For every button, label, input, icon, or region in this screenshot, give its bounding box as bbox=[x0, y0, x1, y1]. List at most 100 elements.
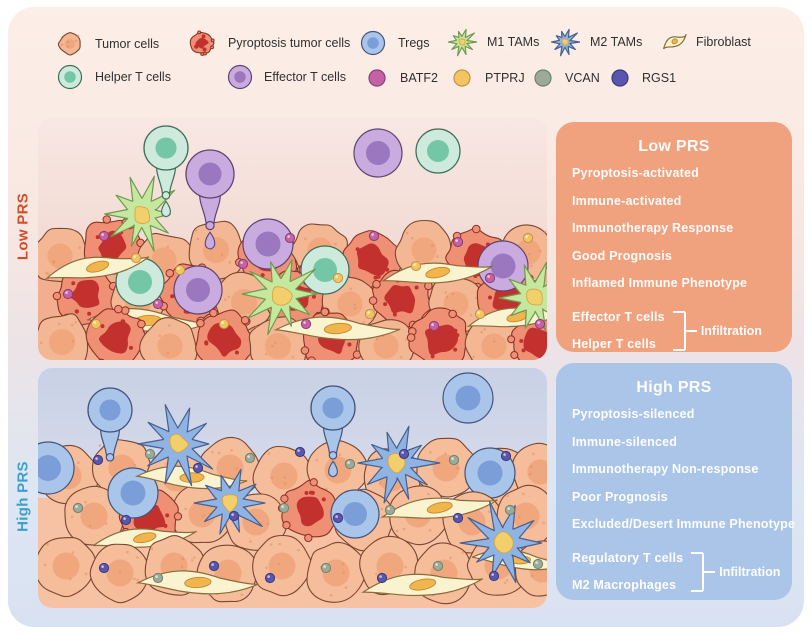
low-prs-box-title: Low PRS bbox=[638, 138, 710, 155]
batf2-sphere bbox=[368, 69, 386, 87]
vcan-dot bbox=[72, 502, 84, 514]
high-prs-side-label: High PRS bbox=[14, 461, 32, 532]
high-prs-scene bbox=[38, 372, 547, 608]
vcan-icon bbox=[534, 69, 552, 87]
helper-t-cell-infiltrating bbox=[143, 125, 189, 218]
treg-cell bbox=[38, 441, 75, 495]
legend-label: PTPRJ bbox=[485, 71, 525, 85]
legend-label: M2 TAMs bbox=[590, 35, 643, 49]
effector-t-cell bbox=[227, 64, 253, 90]
fibroblast-cell bbox=[380, 497, 498, 519]
low-prs-side-label: Low PRS bbox=[14, 192, 32, 261]
fibroblast-cell bbox=[381, 262, 493, 284]
treg-cell bbox=[330, 489, 380, 539]
batf2-dot bbox=[534, 318, 546, 330]
batf2-dot bbox=[62, 288, 74, 300]
low-prs-box-item: Immune-activated bbox=[572, 193, 682, 208]
tumor-cell bbox=[38, 537, 97, 598]
high-prs-box-title: High PRS bbox=[636, 379, 712, 396]
treg-cell bbox=[107, 467, 159, 519]
batf2-dot bbox=[284, 232, 296, 244]
high-prs-bracket-top: Regulatory T cells bbox=[572, 551, 684, 565]
m2-tam-cell bbox=[459, 500, 543, 584]
rgs1-dot bbox=[208, 560, 220, 572]
legend-label: VCAN bbox=[565, 71, 600, 85]
effector-t-cell bbox=[173, 265, 223, 315]
pyroptosis-tumor-cell-icon bbox=[189, 30, 215, 56]
rgs1-dot bbox=[98, 562, 110, 574]
fibroblast-cell bbox=[135, 570, 259, 595]
treg-cell bbox=[442, 372, 494, 424]
treg-cell bbox=[464, 447, 516, 499]
legend-label: Fibroblast bbox=[696, 35, 751, 49]
rgs1-dot bbox=[500, 450, 512, 462]
batf2-dot bbox=[98, 230, 110, 242]
m1-tam-cell bbox=[498, 261, 547, 332]
effector-t-cell bbox=[242, 218, 294, 270]
ptprj-dot bbox=[90, 318, 102, 330]
tumor-cell bbox=[89, 543, 150, 604]
high-prs-box-item: Excluded/Desert Immune Phenotype bbox=[572, 517, 796, 531]
helper-t-cell-icon bbox=[57, 64, 83, 90]
vcan-dot bbox=[532, 558, 544, 570]
batf2-dot bbox=[484, 272, 496, 284]
batf2-dot bbox=[368, 230, 380, 242]
high-prs-bracket-row: Regulatory T cells M2 Macrophages Infilt… bbox=[572, 545, 780, 599]
tumor-cell bbox=[38, 313, 89, 360]
vcan-dot bbox=[278, 502, 290, 514]
rgs1-dot bbox=[264, 572, 276, 584]
ptprj-dot bbox=[218, 318, 230, 330]
m1-tam-cell bbox=[104, 175, 176, 252]
ptprj-dot bbox=[364, 308, 376, 320]
ptprj-dot bbox=[410, 260, 422, 272]
m2-tam-cell bbox=[193, 468, 266, 535]
high-prs-scene-panel bbox=[38, 368, 547, 608]
rgs1-dot bbox=[376, 572, 388, 584]
legend-label: Tregs bbox=[398, 36, 430, 50]
ptprj-icon bbox=[453, 69, 471, 87]
rgs1-dot bbox=[294, 446, 306, 458]
batf2-dot bbox=[237, 258, 249, 270]
ptprj-dot bbox=[174, 264, 186, 276]
batf2-dot bbox=[152, 298, 164, 310]
batf2-dot bbox=[428, 320, 440, 332]
rgs1-dot bbox=[452, 512, 464, 524]
rgs1-icon bbox=[611, 69, 629, 87]
fibroblast-cell bbox=[44, 256, 150, 280]
low-prs-scene bbox=[38, 125, 547, 360]
m2-tam-cell bbox=[551, 28, 580, 57]
legend-label: M1 TAMs bbox=[487, 35, 540, 49]
vcan-dot bbox=[144, 448, 156, 460]
low-prs-box-item: Good Prognosis bbox=[572, 248, 673, 263]
rgs1-dot bbox=[92, 454, 104, 466]
m2-tam-cell bbox=[137, 404, 214, 487]
legend-label: Helper T cells bbox=[95, 70, 171, 84]
high-prs-box-item: Poor Prognosis bbox=[572, 489, 668, 504]
treg-infiltrating bbox=[87, 387, 133, 462]
treg-infiltrating bbox=[310, 385, 356, 478]
bracket-icon bbox=[691, 551, 716, 592]
batf2-dot bbox=[300, 318, 312, 330]
tumor-cell bbox=[57, 32, 81, 56]
legend-label: Pyroptosis tumor cells bbox=[228, 36, 351, 50]
low-prs-bracket-row: Effector T cells Helper T cells Infiltra… bbox=[572, 304, 776, 358]
ptprj-dot bbox=[332, 272, 344, 284]
treg-cell bbox=[360, 30, 386, 56]
rgs1-dot bbox=[228, 510, 240, 522]
low-prs-bracket-top: Effector T cells bbox=[572, 310, 665, 324]
effector-t-cell-icon bbox=[227, 64, 253, 90]
bracket-icon bbox=[672, 310, 697, 351]
rgs1-sphere bbox=[611, 69, 629, 87]
vcan-dot bbox=[244, 452, 256, 464]
pyroptosis-tumor-cell bbox=[195, 308, 256, 360]
tumor-cell bbox=[139, 317, 198, 360]
pyroptosis-tumor-cell bbox=[406, 307, 469, 360]
rgs1-dot bbox=[332, 512, 344, 524]
pyroptosis-tumor-cell bbox=[85, 304, 149, 360]
rgs1-dot bbox=[488, 570, 500, 582]
tumor-cell-icon bbox=[57, 32, 81, 56]
high-prs-box-item: Pyroptosis-silenced bbox=[572, 407, 695, 421]
